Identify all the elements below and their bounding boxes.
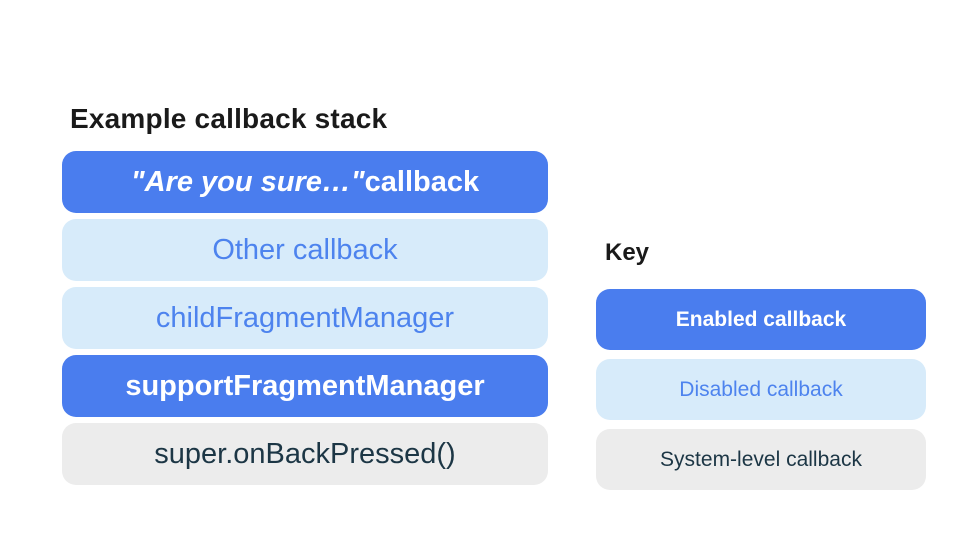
stack-item-are-you-sure-callback: "Are you sure…" callback (62, 151, 548, 213)
stack-item-childfragmentmanager: childFragmentManager (62, 287, 548, 349)
stack-item-label-rest: callback (364, 165, 480, 198)
stack-item-super-onbackpressed: super.onBackPressed() (62, 423, 548, 485)
key-title: Key (605, 239, 650, 266)
key-item-enabled-callback: Enabled callback (596, 289, 926, 350)
key-item-disabled-callback: Disabled callback (596, 359, 926, 420)
key-item-system-level-callback: System-level callback (596, 429, 926, 490)
stack-item-supportfragmentmanager: supportFragmentManager (62, 355, 548, 417)
key-legend: Enabled callback Disabled callback Syste… (596, 289, 926, 490)
stack-item-label-quoted: "Are you sure…" (130, 165, 365, 198)
stack-item-other-callback: Other callback (62, 219, 548, 281)
stack-title: Example callback stack (70, 103, 388, 134)
callback-stack: "Are you sure…" callback Other callback … (62, 151, 548, 485)
